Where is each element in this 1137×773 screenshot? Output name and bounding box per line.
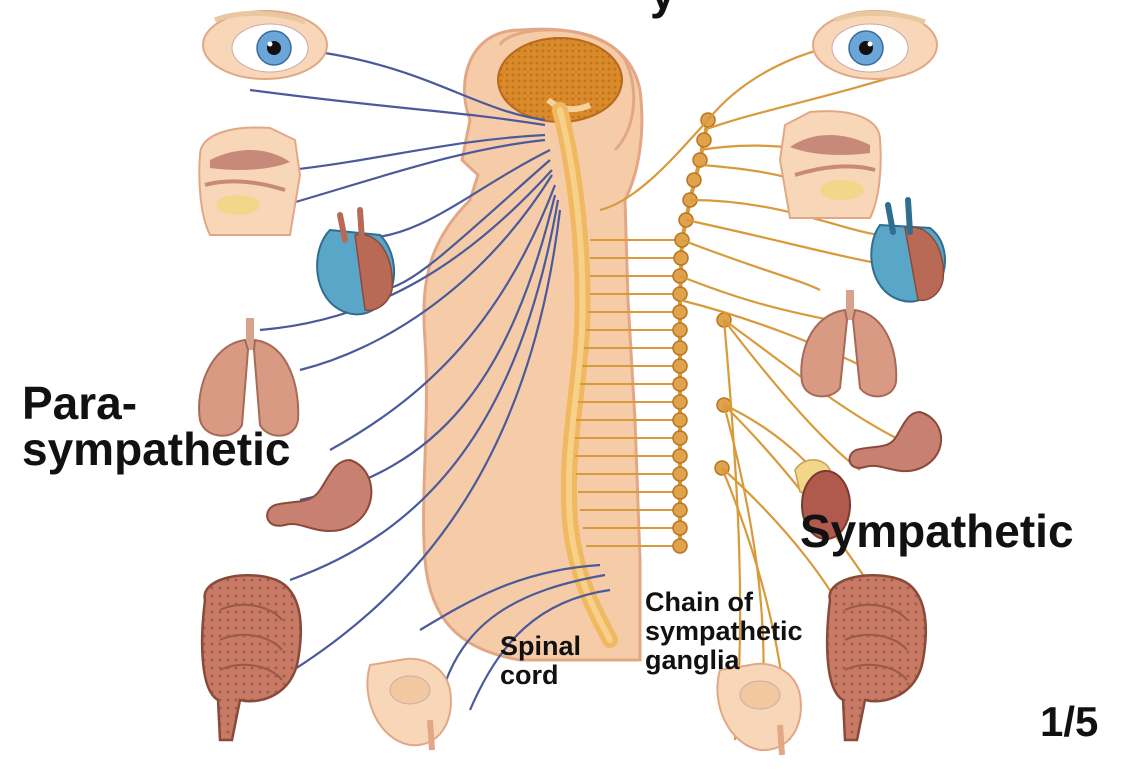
ganglia-chain-label: Chain of sympathetic ganglia	[645, 588, 803, 675]
left-eye	[203, 11, 327, 79]
parasympathetic-label: Para- sympathetic	[22, 380, 290, 472]
right-eye	[813, 11, 937, 79]
spinal-cord-label: Spinal cord	[500, 632, 581, 690]
right-intestines	[827, 575, 926, 740]
title-fragment: y	[650, 0, 676, 16]
collateral-ganglia	[715, 313, 731, 475]
sympathetic-label: Sympathetic	[800, 508, 1074, 554]
page-indicator: 1/5	[1040, 700, 1098, 744]
spinal-cord-label-line2: cord	[500, 661, 581, 690]
left-mouth-nose	[199, 127, 300, 235]
left-intestines	[202, 575, 301, 740]
right-lungs	[801, 290, 896, 396]
left-bladder-genitals	[367, 659, 451, 750]
parasympathetic-label-line2: sympathetic	[22, 426, 290, 472]
parasympathetic-label-line1: Para-	[22, 380, 290, 426]
left-heart	[317, 210, 394, 314]
sympathetic-ganglia-chain	[673, 113, 715, 553]
right-heart	[871, 200, 945, 302]
right-bladder-genitals	[717, 664, 801, 755]
spinal-cord-label-line1: Spinal	[500, 632, 581, 661]
ganglia-chain-label-line1: Chain of	[645, 588, 803, 617]
right-stomach	[850, 412, 942, 471]
right-mouth-nose	[780, 111, 881, 218]
ganglia-chain-label-line2: sympathetic	[645, 617, 803, 646]
ganglia-chain-label-line3: ganglia	[645, 646, 803, 675]
